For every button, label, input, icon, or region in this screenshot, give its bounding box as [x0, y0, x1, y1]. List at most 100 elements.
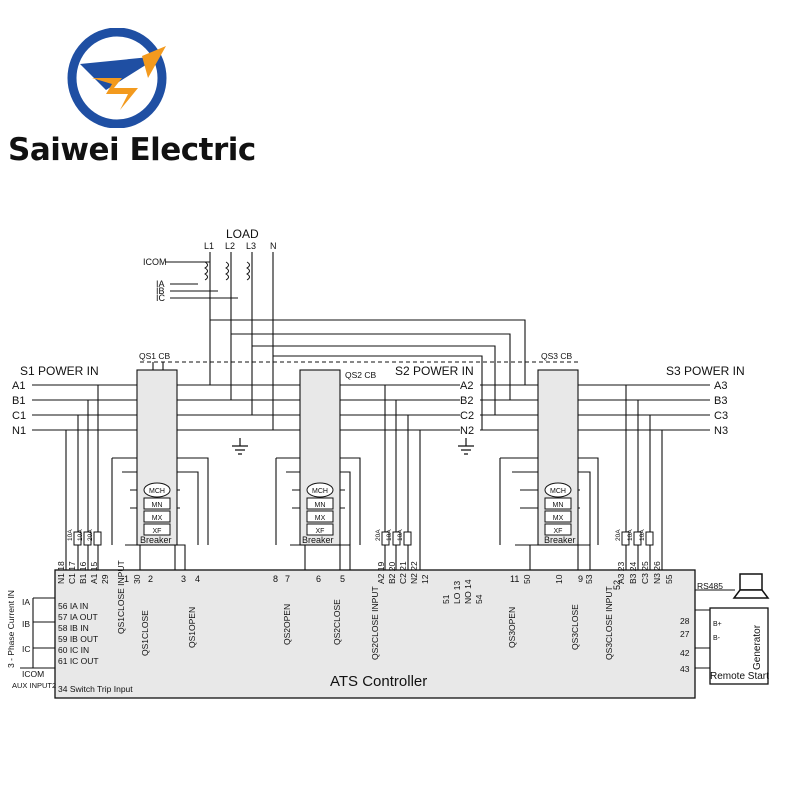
- fuse-f1-1: 10A: [77, 529, 84, 541]
- s1-phase-c1: C1: [12, 410, 26, 422]
- gen-terminal-27: 27: [680, 629, 690, 639]
- remote-start-label: Remote Start: [710, 671, 769, 682]
- s1-phase-n1: N1: [12, 425, 26, 437]
- pin-7: 7: [285, 574, 290, 584]
- switch-trip-input: 34 Switch Trip Input: [58, 684, 133, 694]
- ground-symbols: [232, 438, 474, 455]
- load-line-l3: L3: [246, 241, 256, 251]
- qs3-coil-mn: MN: [553, 502, 564, 509]
- qs1-label: QS1 CB: [139, 351, 171, 361]
- label-qs2close: QS2CLOSE: [332, 599, 342, 645]
- generator-box: [709, 607, 769, 685]
- load-title: LOAD: [226, 227, 259, 241]
- fuse-f2-0: 20A: [375, 529, 382, 541]
- gen-terminal-43: 43: [680, 664, 690, 674]
- pin-6: 6: [316, 574, 321, 584]
- side-tap-ia: IA: [22, 597, 30, 607]
- qs1-coil-xf: XF: [153, 528, 162, 535]
- pin-61: 61 IC OUT: [58, 656, 99, 666]
- label-qs3open: QS3OPEN: [507, 607, 517, 648]
- load-line-l1: L1: [204, 241, 214, 251]
- load-ct-ib: IB: [156, 286, 165, 296]
- aux-51: 51: [441, 594, 451, 604]
- brand-name: Saiwei Electric: [8, 132, 256, 168]
- load-icom: ICOM: [143, 257, 167, 267]
- fuse-f3-1: 10A: [627, 529, 634, 541]
- aux-input2-label: AUX INPUT2: [12, 681, 56, 690]
- qs3-label: QS3 CB: [541, 351, 573, 361]
- gen-terminal-42: 42: [680, 648, 690, 658]
- ct-coils: [204, 261, 250, 281]
- top-terminal-26: N3 26: [652, 561, 662, 584]
- top-terminal-18: N1 18: [56, 561, 66, 584]
- rs485-label: RS485: [697, 581, 723, 591]
- qs2-label: QS2 CB: [345, 370, 377, 380]
- top-terminal-10: 10: [554, 574, 564, 584]
- qs2-caption: Breaker: [302, 535, 334, 545]
- s1-phase-a1: A1: [12, 380, 25, 392]
- label-qs1close-input: QS1CLOSE INPUT: [116, 560, 126, 634]
- battery-plus: B+: [713, 621, 722, 628]
- s2-phase-c2: C2: [460, 410, 474, 422]
- label-qs2open: QS2OPEN: [282, 604, 292, 645]
- pin-5: 5: [340, 574, 345, 584]
- controller-title: ATS Controller: [330, 673, 427, 690]
- ats-controller-box: [54, 569, 696, 699]
- load-line-n: N: [270, 241, 277, 251]
- qs3-caption: Breaker: [544, 535, 576, 545]
- s3-phase-c3: C3: [714, 410, 728, 422]
- pin-56: 56 IA IN: [58, 601, 88, 611]
- s3-phase-n3: N3: [714, 425, 728, 437]
- qs2-coil-xf: XF: [316, 528, 325, 535]
- pin-8: 8: [273, 574, 278, 584]
- qs3-coil-mch: MCH: [550, 488, 566, 495]
- battery-minus: B-: [713, 635, 721, 642]
- label-qs2close-input: QS2CLOSE INPUT: [370, 586, 380, 660]
- aux-lo13: LO 13: [452, 581, 462, 604]
- s1-title: S1 POWER IN: [20, 364, 99, 378]
- top-terminal-23: A3 23: [616, 562, 626, 584]
- s2-phase-n2: N2: [460, 425, 474, 437]
- qs3-coil-xf: XF: [554, 528, 563, 535]
- s2-phase-a2: A2: [460, 380, 473, 392]
- s2-phase-b2: B2: [460, 395, 473, 407]
- pin-58: 58 IB IN: [58, 623, 89, 633]
- qs1-caption: Breaker: [140, 535, 172, 545]
- pin-60: 60 IC IN: [58, 645, 89, 655]
- pin-11: 11: [510, 574, 519, 584]
- qs1-coil-mx: MX: [152, 515, 163, 522]
- coil-blocks: [143, 482, 572, 536]
- top-terminal-25: C3 25: [640, 561, 650, 584]
- aux-54: 54: [474, 594, 484, 604]
- top-terminal-15: A1 15: [89, 562, 99, 584]
- side-tap-icom: ICOM: [22, 669, 44, 679]
- qs2-coil-mx: MX: [315, 515, 326, 522]
- pin-1: 1: [124, 574, 129, 584]
- s2-title: S2 POWER IN: [395, 364, 474, 378]
- fuse-f3-2: 10A: [639, 529, 646, 541]
- side-tap-ib: IB: [22, 619, 30, 629]
- label-qs3close: QS3CLOSE: [570, 604, 580, 650]
- pin-4: 4: [195, 574, 200, 584]
- top-terminal-21: C2 21: [398, 561, 408, 584]
- top-terminal-24: B3 24: [628, 562, 638, 584]
- three-phase-current-label: 3 - Phase Current IN: [6, 590, 16, 668]
- pin-9: 9: [578, 574, 583, 584]
- load-ct-ic: IC: [156, 293, 166, 303]
- load-ct-ia: IA: [156, 279, 165, 289]
- qs1-coil-mn: MN: [152, 502, 163, 509]
- label-qs1open: QS1OPEN: [187, 607, 197, 648]
- load-line-l2: L2: [225, 241, 235, 251]
- pin-52: 52: [612, 580, 622, 590]
- s3-phase-a3: A3: [714, 380, 727, 392]
- fuse-f3-0: 20A: [615, 529, 622, 541]
- side-tap-ic: IC: [22, 644, 31, 654]
- brand-header: Saiwei Electric: [0, 0, 256, 180]
- label-qs1close: QS1CLOSE: [140, 610, 150, 656]
- top-terminal-20: B2 20: [387, 562, 397, 584]
- top-terminal-29: 29: [100, 574, 110, 584]
- s3-title: S3 POWER IN: [666, 364, 745, 378]
- s1-phase-b1: B1: [12, 395, 25, 407]
- qs2-coil-mch: MCH: [312, 488, 328, 495]
- top-terminal-12: 12: [420, 574, 430, 584]
